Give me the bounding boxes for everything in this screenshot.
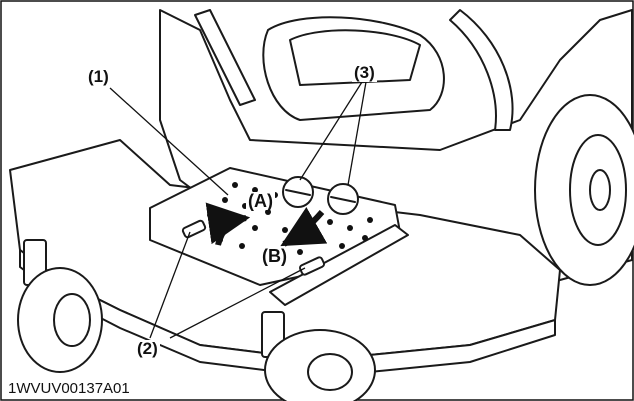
caster-hub-left [53, 293, 91, 347]
callout-direction-a: (A) [246, 191, 275, 211]
callout-part-1: (1) [86, 67, 111, 86]
support-bar [269, 224, 409, 306]
callout-part-2: (2) [135, 339, 160, 358]
plate-slot-left [181, 219, 207, 239]
steering-lever-right [449, 9, 514, 131]
direction-arrow-b [280, 207, 328, 247]
caster-hub-right [307, 353, 353, 391]
callout-direction-b: (B) [260, 246, 289, 266]
figure-code: 1WVUV00137A01 [6, 380, 132, 397]
plate-slot-right [298, 256, 326, 276]
leader-line-3b [347, 81, 367, 186]
rear-wheel-center [589, 169, 611, 211]
leader-line-3a [299, 81, 363, 181]
seat-back [289, 29, 421, 86]
leader-line-2a [149, 231, 191, 339]
steering-lever-left [194, 9, 256, 106]
direction-arrow-a [205, 202, 251, 246]
leader-line-1 [109, 87, 229, 196]
callout-part-3: (3) [352, 63, 377, 82]
leader-line-2b [169, 267, 306, 339]
